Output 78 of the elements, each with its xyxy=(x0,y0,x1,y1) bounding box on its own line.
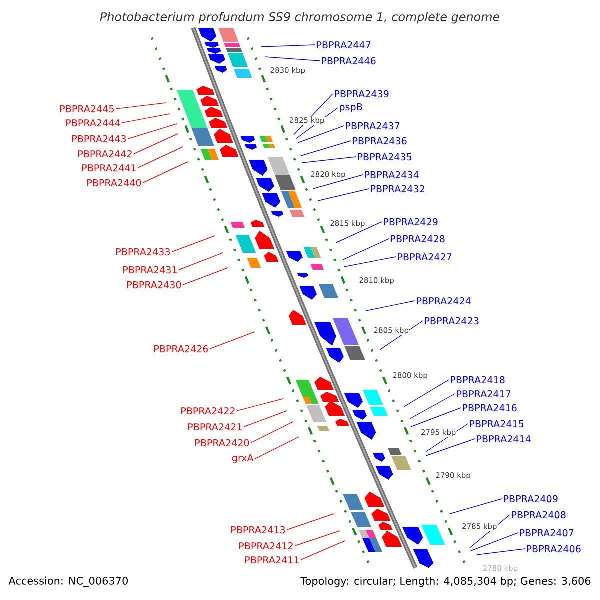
leader-line xyxy=(116,102,166,110)
leader-line xyxy=(318,188,370,202)
gene-label: PBPRA2434 xyxy=(365,171,419,179)
gene-label: PBPRA2433 xyxy=(116,248,170,256)
gene-label: PBPRA2443 xyxy=(72,135,126,143)
leader-line xyxy=(410,394,456,420)
gene-label: PBPRA2416 xyxy=(463,404,517,412)
leader-line xyxy=(344,256,396,268)
gene-label: PBPRA2437 xyxy=(346,122,400,130)
gene-label: PBPRA2440 xyxy=(88,179,142,187)
gene-label: PBPRA2417 xyxy=(457,390,511,398)
gene-label: PBPRA2427 xyxy=(398,253,452,261)
gene-label: PBPRA2428 xyxy=(391,235,445,243)
gene-label: PBPRA2415 xyxy=(470,420,524,428)
leader-line xyxy=(426,438,476,456)
gene-label: PBPRA2413 xyxy=(232,526,286,534)
leader-line xyxy=(300,540,346,560)
gene-label: PBPRA2418 xyxy=(451,376,505,384)
leader-line xyxy=(342,238,390,260)
gene-label: PBPRA2429 xyxy=(384,218,438,226)
gene-label: grxA xyxy=(232,454,254,464)
gene-label: PBPRA2445 xyxy=(60,105,114,113)
leader-line xyxy=(134,134,178,154)
leader-line xyxy=(300,140,352,156)
gene-label: PBPRA2447 xyxy=(317,41,371,49)
leader-line xyxy=(254,436,300,460)
gene-label: PBPRA2435 xyxy=(358,153,412,161)
gene-label: PBPRA2436 xyxy=(353,137,407,145)
gene-label: PBPRA2406 xyxy=(527,545,581,553)
gene-label: PBPRA2423 xyxy=(425,317,479,325)
leader-line xyxy=(210,332,256,350)
gene-label: PBPRA2441 xyxy=(82,164,136,172)
leader-line xyxy=(138,146,184,168)
genome-info-text: Topology: circular; Length: 4,085,304 bp; Genes: 3,606 xyxy=(300,576,591,588)
gene-label: PBPRA2422 xyxy=(182,407,235,415)
gene-label: PBPRA2426 xyxy=(154,345,208,353)
leader-line xyxy=(302,156,356,164)
leader-line xyxy=(294,530,340,546)
title: Photobacterium profundum SS9 chromosome 1, complete genome xyxy=(100,12,500,24)
gene-label: PBPRA2430 xyxy=(128,281,182,289)
leader-line xyxy=(336,222,382,244)
leader-line xyxy=(286,514,334,530)
gene-label: PBPRA2442 xyxy=(78,150,132,158)
gene-label: PBPRA2411 xyxy=(246,556,299,564)
leader-line xyxy=(178,252,224,270)
leader-line xyxy=(182,268,228,286)
gene-label: PBPRA2444 xyxy=(66,119,120,127)
leader-line xyxy=(260,44,316,48)
gene-label: PBPRA2431 xyxy=(124,266,177,274)
leader-line xyxy=(142,162,188,184)
leader-line xyxy=(172,236,216,252)
gene-label: PBPRA2412 xyxy=(240,542,293,550)
leader-line xyxy=(236,398,284,412)
leader-line xyxy=(476,548,526,556)
leader-line xyxy=(264,56,320,62)
accession-text: Accession: NC_006370 xyxy=(8,576,128,588)
gene-label: PBPRA2420 xyxy=(196,439,250,447)
gene-label: PBPRA2408 xyxy=(512,511,566,519)
leader-line xyxy=(298,126,344,144)
leader-line xyxy=(312,174,364,190)
gene-label: PBPRA2421 xyxy=(188,423,242,431)
leader-line xyxy=(366,300,416,312)
gene-label: PBPRA2424 xyxy=(417,297,471,305)
gene-label: pspB xyxy=(340,104,362,112)
gene-label: PBPRA2409 xyxy=(504,495,558,503)
leader-line xyxy=(122,114,170,124)
gene-label: PBPRA2414 xyxy=(477,435,531,443)
leader-line xyxy=(410,408,462,428)
leader-line xyxy=(250,422,294,444)
leader-line xyxy=(450,498,502,514)
leader-line xyxy=(404,380,450,408)
gene-label: PBPRA2439 xyxy=(335,90,389,98)
leader-line xyxy=(470,532,518,552)
leader-line xyxy=(128,124,178,140)
gene-label: PBPRA2446 xyxy=(322,57,376,65)
gene-label: PBPRA2407 xyxy=(520,529,574,537)
gene-label: PBPRA2432 xyxy=(371,185,424,193)
leader-line xyxy=(244,410,288,428)
